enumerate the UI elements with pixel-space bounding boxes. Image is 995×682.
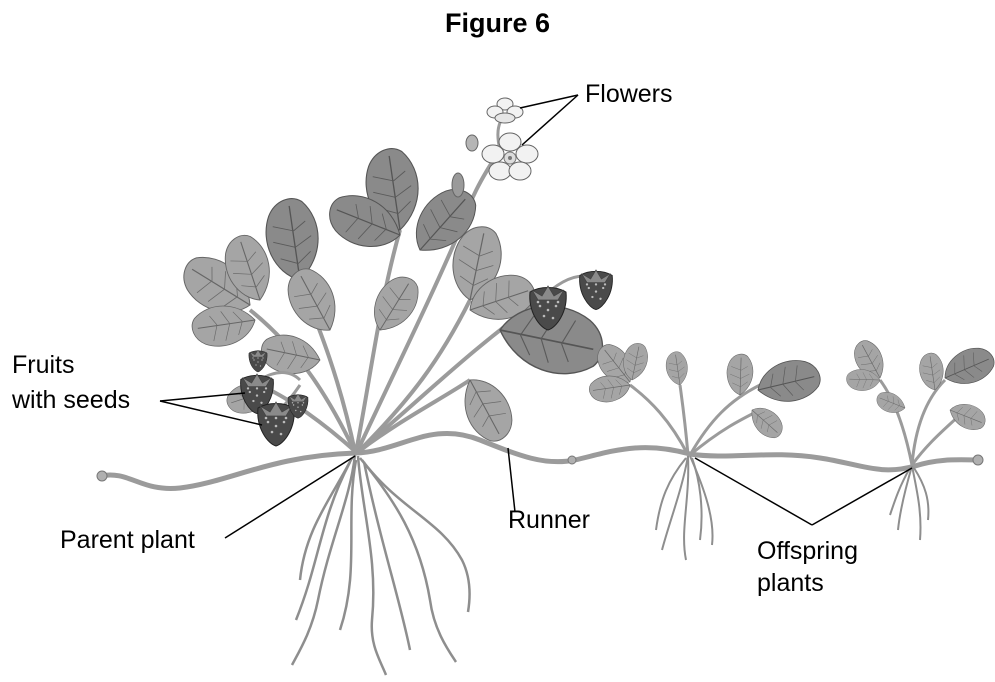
offspring-label-line1: Offspring bbox=[757, 536, 858, 566]
fruits-label-line2: with seeds bbox=[12, 385, 130, 415]
flowers-illustration bbox=[452, 98, 538, 197]
runner-leader bbox=[508, 448, 515, 512]
offspring-leader-1 bbox=[695, 458, 812, 525]
fruits-label-line1: Fruits bbox=[12, 350, 75, 380]
offspring-plant-2 bbox=[847, 336, 995, 540]
runner-label: Runner bbox=[508, 505, 590, 535]
runner-stem bbox=[97, 433, 983, 488]
flowers-leader-2 bbox=[522, 95, 578, 145]
parent-plant-label: Parent plant bbox=[60, 525, 195, 555]
parent-roots bbox=[292, 455, 470, 675]
flowers-leader-1 bbox=[520, 95, 578, 108]
offspring-label-line2: plants bbox=[757, 568, 824, 598]
flowers-label: Flowers bbox=[585, 79, 673, 109]
